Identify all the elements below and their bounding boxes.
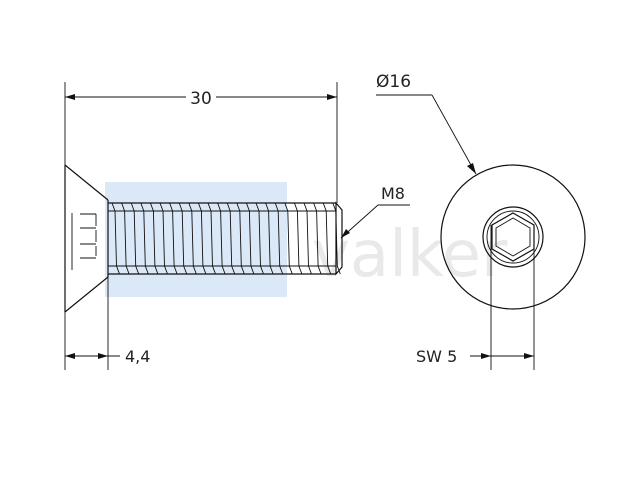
- thread-crest: [255, 202, 264, 275]
- screw-end-view: [440, 164, 586, 310]
- thread-crest: [217, 202, 226, 275]
- head-bottom-taper: [64, 276, 109, 313]
- dimension-socket: SW 5: [416, 225, 535, 370]
- dimension-length: 30: [64, 82, 338, 203]
- arrowhead-right: [327, 94, 337, 100]
- watermark: valker: [105, 182, 508, 297]
- thread-crest: [313, 202, 322, 275]
- thread-crest: [130, 202, 140, 275]
- thread-crest: [322, 202, 332, 275]
- thread-crest: [236, 202, 245, 275]
- head-diameter-label: Ø16: [376, 72, 411, 92]
- thread-pattern: [111, 202, 341, 275]
- thread-crest: [159, 202, 168, 275]
- head-height-label: 4,4: [125, 347, 150, 366]
- screw-side-view: [64, 164, 343, 313]
- thread-crest: [140, 202, 149, 275]
- thread-crest: [188, 202, 197, 275]
- thread-crest: [293, 202, 303, 275]
- thread-crest: [111, 202, 120, 275]
- thread-crest: [121, 202, 130, 275]
- head-top-taper: [64, 164, 109, 201]
- diameter-leader-diagonal: [431, 94, 477, 175]
- socket-outer-circle: [482, 206, 544, 268]
- watermark-text: valker: [312, 218, 508, 292]
- thread-leader-arrow: [341, 229, 350, 238]
- thread-crest: [226, 202, 236, 275]
- socket-label: SW 5: [416, 347, 457, 366]
- dimension-head-diameter: Ø16: [376, 72, 477, 175]
- thread-crest: [245, 202, 255, 275]
- head-outline-circle: [440, 164, 586, 310]
- thread-crest: [149, 202, 159, 275]
- thread-crest: [178, 202, 188, 275]
- thread-label: M8: [381, 184, 405, 203]
- socket-arrow-right: [524, 353, 534, 359]
- thread-crest: [303, 202, 312, 275]
- socket-arrow-left: [481, 353, 491, 359]
- length-label: 30: [190, 89, 212, 109]
- thread-end-chamfer: [335, 201, 343, 276]
- socket-hidden-lines: [71, 213, 97, 270]
- thread-crest: [169, 202, 178, 275]
- head-height-arrow-left: [65, 353, 75, 359]
- arrowhead-left: [65, 94, 75, 100]
- thread-crest: [284, 202, 293, 275]
- thread-crest: [197, 202, 207, 275]
- thread-crest: [274, 202, 284, 275]
- thread-crest: [265, 202, 274, 275]
- diameter-leader-arrow: [467, 163, 476, 174]
- dimension-thread: M8: [340, 184, 410, 239]
- socket-inner-circle: [486, 210, 540, 264]
- hex-socket-inner: [495, 217, 531, 257]
- head-height-arrow-right: [98, 353, 108, 359]
- dimension-head-height: 4,4: [64, 277, 150, 370]
- thread-crest: [207, 202, 216, 275]
